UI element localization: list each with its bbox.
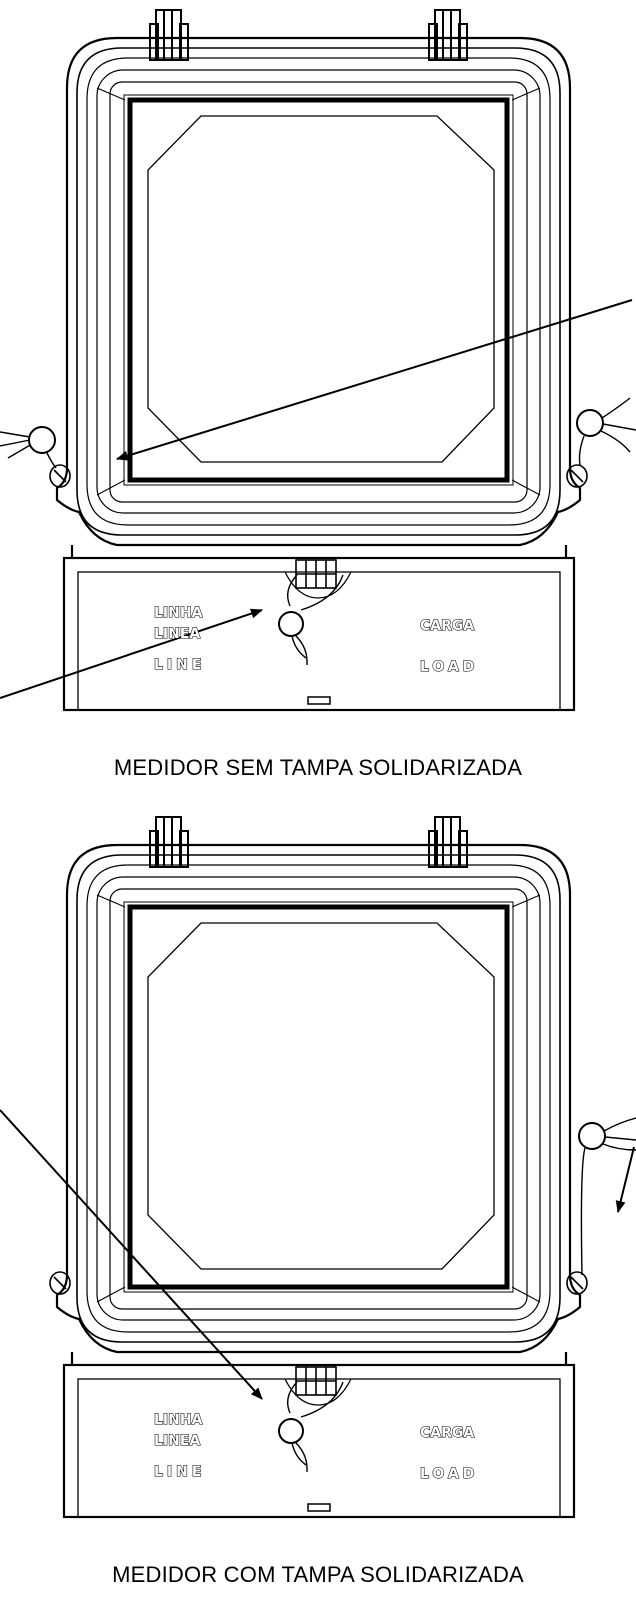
left-seal-1 [0, 426, 57, 469]
label-linea: LINEA [154, 626, 200, 642]
label-line: LINE [154, 1464, 205, 1480]
label-linha: LINHA [154, 605, 203, 621]
right-seal-1 [576, 397, 636, 466]
label-carga: CARGA [420, 618, 474, 634]
label-carga: CARGA [420, 1425, 474, 1441]
label-load: LOAD [420, 1466, 478, 1482]
meter-2-with-sealed-cover: LINHA LINEA LINE CARGA LOAD MEDIDOR COM … [0, 817, 636, 1587]
load-labels-2: CARGA LOAD [419, 1424, 478, 1482]
arrow-to-seal-1 [0, 608, 263, 699]
line-labels-1: LINHA LINEA LINE [153, 604, 205, 673]
arrow-to-side-seal-2 [615, 1146, 635, 1213]
load-labels-1: CARGA LOAD [419, 617, 478, 675]
label-line: LINE [154, 657, 205, 673]
line-labels-2: LINHA LINEA LINE [153, 1411, 205, 1480]
label-linea: LINEA [154, 1433, 200, 1449]
arrow-to-seal-2 [0, 1109, 263, 1400]
caption-1: MEDIDOR SEM TAMPA SOLIDARIZADA [114, 755, 522, 780]
caption-2: MEDIDOR COM TAMPA SOLIDARIZADA [112, 1562, 524, 1587]
arrow-to-window-1 [116, 299, 633, 461]
meter-1-without-sealed-cover: LINHA LINEA LINE CARGA LOAD MEDIDOR SEM … [0, 10, 636, 780]
label-load: LOAD [420, 659, 478, 675]
label-linha: LINHA [154, 1412, 203, 1428]
right-seal-2 [578, 1117, 636, 1276]
